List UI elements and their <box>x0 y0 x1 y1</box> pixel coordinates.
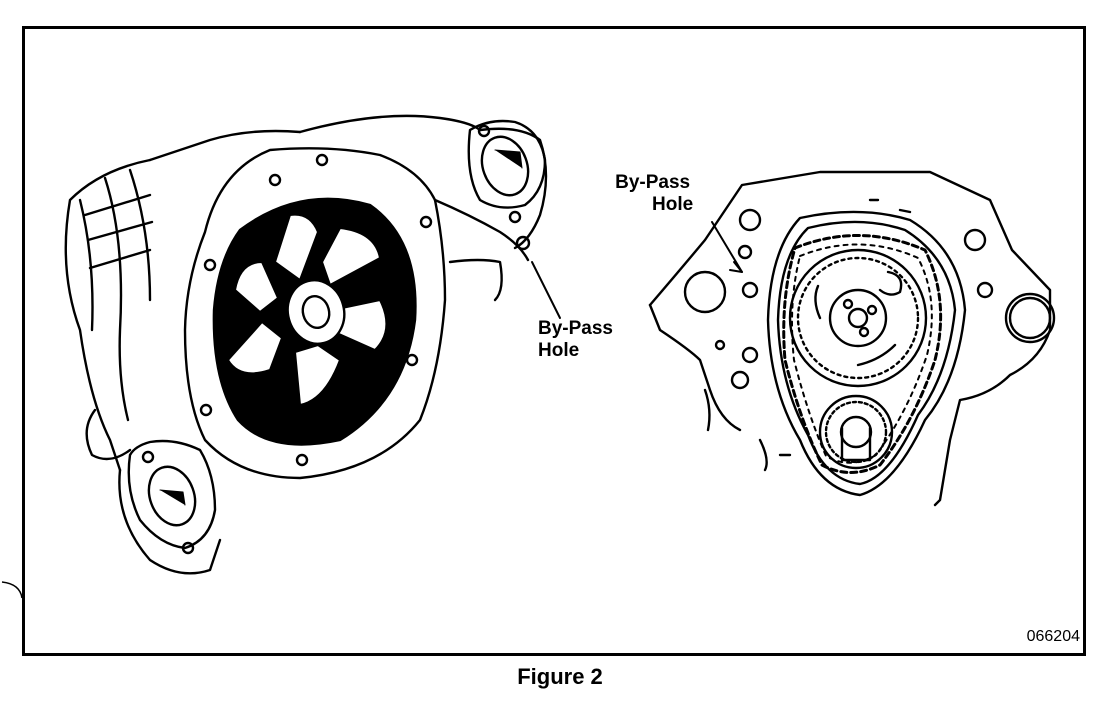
pump-bypass-label-line1: By-Pass <box>538 318 613 339</box>
engine-front-drawing <box>648 170 1056 507</box>
scan-artifact <box>1 581 23 599</box>
figure-frame <box>22 26 1086 656</box>
block-bypass-label-line1: By-Pass <box>615 172 691 193</box>
block-bypass-leader <box>711 221 743 273</box>
pump-bypass-label: By-Pass Hole <box>538 318 613 362</box>
block-bypass-label-line2: Hole <box>652 194 694 215</box>
pump-bypass-leader <box>531 261 561 319</box>
water-pump-drawing <box>64 114 548 575</box>
figure-caption: Figure 2 <box>517 664 603 689</box>
block-bypass-label: By-Pass Hole <box>612 172 693 216</box>
pump-bypass-label-line2: Hole <box>538 340 580 361</box>
figure-id: 066204 <box>1026 628 1080 645</box>
